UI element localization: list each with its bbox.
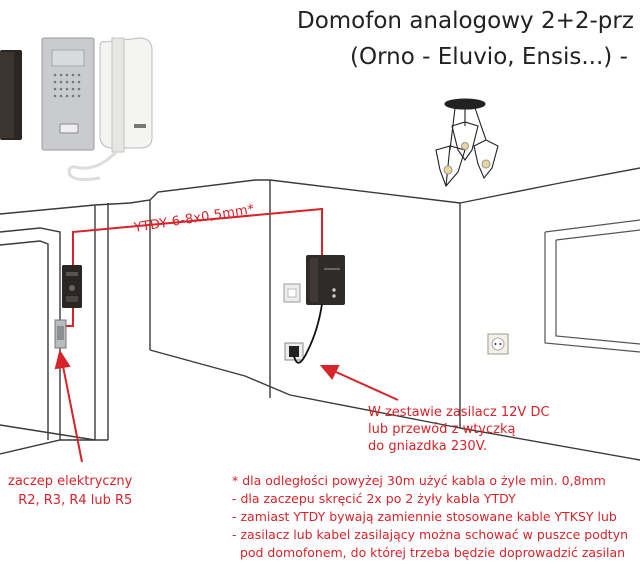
arrow-psu	[319, 365, 399, 401]
ceiling-lamp	[435, 98, 499, 188]
note-item: - zamiast YTDY bywają zamiennie stosowan…	[232, 509, 617, 524]
strike-note-line: R2, R3, R4 lub R5	[18, 493, 133, 508]
power-supply-note-line: do gniazdka 230V.	[368, 439, 488, 454]
strike-note-line: zaczep elektryczny	[8, 474, 133, 489]
power-supply-note-line: lub przewód z wtyczką	[368, 422, 516, 437]
page-subtitle: (Orno - Eluvio, Ensis...) -	[350, 44, 628, 70]
electric-strike	[54, 319, 67, 349]
outdoor-panel-installed	[62, 265, 82, 308]
product-photos	[0, 37, 153, 181]
note-item: pod domofonem, do której trzeba będzie d…	[232, 545, 626, 560]
note-item: * dla odległości powyżej 30m użyć kabla …	[232, 473, 606, 488]
handset	[99, 37, 153, 149]
page-title: Domofon analogowy 2+2-prz	[297, 8, 634, 34]
light-switch	[283, 283, 301, 303]
power-socket	[284, 342, 304, 361]
power-supply-note: W zestawie zasilacz 12V DC lub przewód z…	[368, 404, 550, 455]
note-item: - dla zaczepu skręcić 2x po 2 żyły kabla…	[232, 491, 516, 506]
power-supply-note-line: W zestawie zasilacz 12V DC	[368, 405, 550, 420]
strike-note: zaczep elektryczny R2, R3, R4 lub R5	[8, 472, 132, 510]
wall-socket-right	[487, 333, 509, 355]
window	[544, 219, 640, 353]
indoor-unit	[306, 255, 345, 305]
arrow-strike	[54, 349, 83, 463]
power-cable	[293, 303, 323, 364]
strike-cable	[66, 308, 74, 327]
note-item: - zasilacz lub kabel zasilający można sc…	[232, 527, 629, 542]
installation-notes: * dla odległości powyżej 30m użyć kabla …	[232, 472, 628, 562]
ytdy-cable	[72, 207, 323, 265]
